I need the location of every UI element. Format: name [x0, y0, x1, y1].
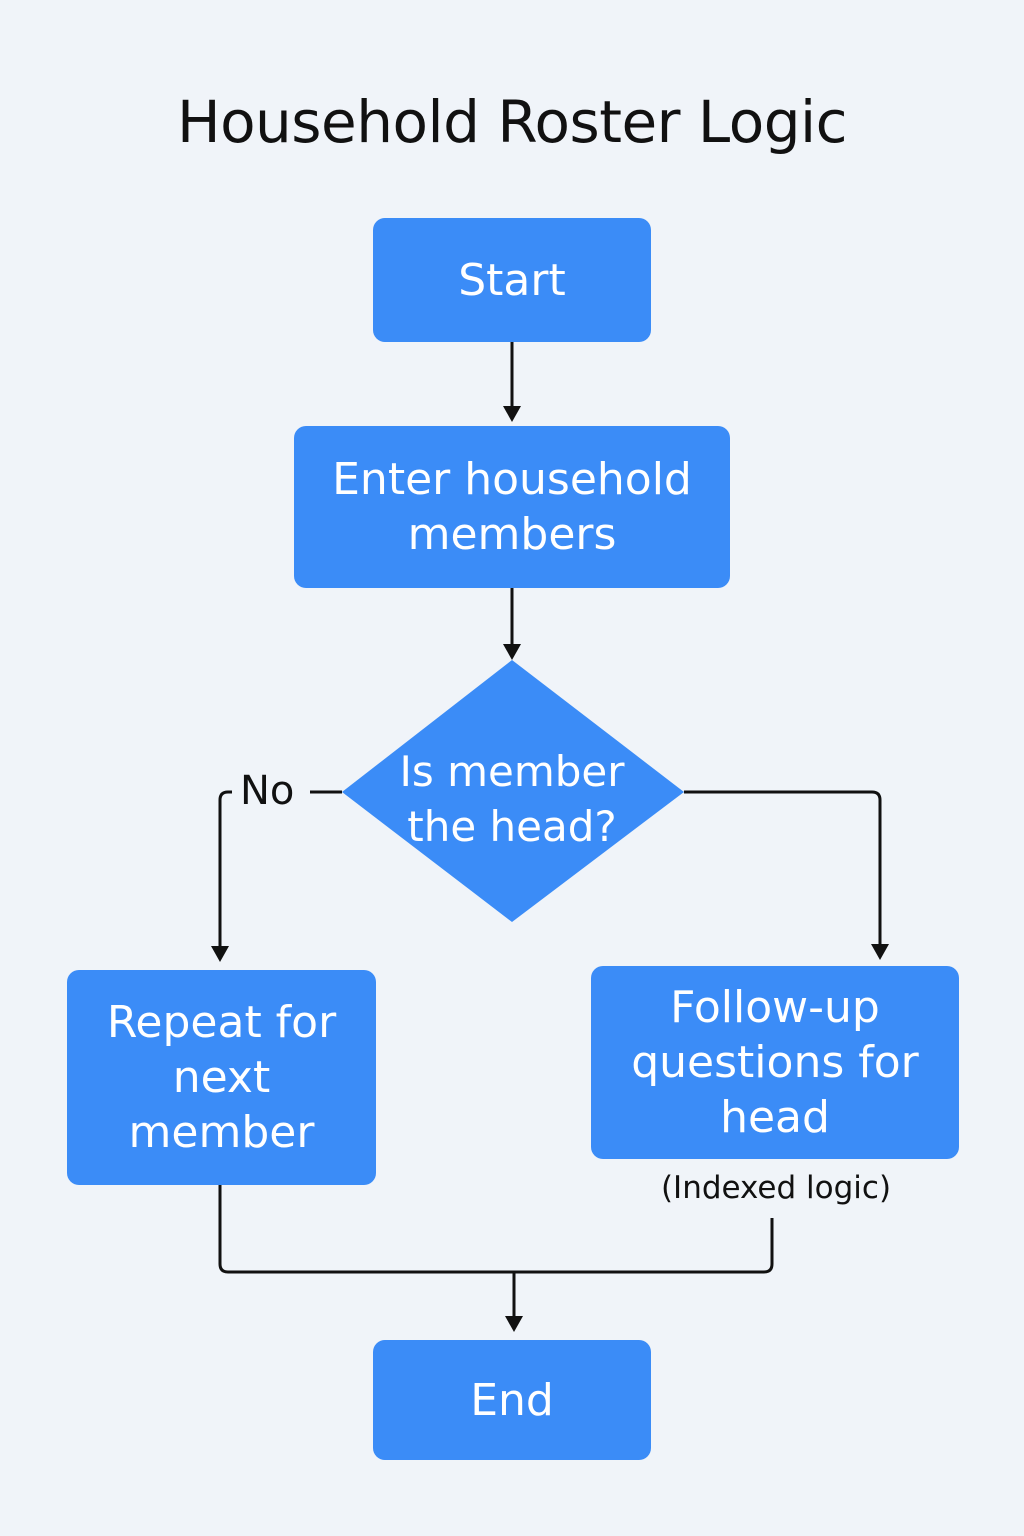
repeat-node: Repeat for next member [67, 970, 376, 1185]
decision-label: Is member the head? [399, 747, 625, 851]
edge-decision-to-followup [684, 790, 882, 946]
enter-members-node: Enter household members [294, 426, 730, 588]
diagram-title: Household Roster Logic [176, 88, 848, 156]
end-node: End [373, 1340, 651, 1460]
start-node: Start [373, 218, 651, 342]
decision-diamond [342, 660, 684, 922]
edge-repeat-to-merge [218, 1185, 774, 1274]
enter-members-label: Enter household members [332, 454, 692, 560]
edge-start-to-enter-arrow [503, 406, 521, 422]
repeat-node-label: Repeat for next member [106, 997, 337, 1158]
edge-merge-to-end-arrow [505, 1316, 523, 1332]
followup-node-label: Follow-up questions for head [631, 982, 919, 1143]
indexed-logic-annotation: (Indexed logic) [660, 1170, 892, 1206]
edge-decision-to-followup-arrow [871, 944, 889, 960]
edge-decision-to-repeat [218, 790, 342, 948]
followup-node: Follow-up questions for head [591, 966, 959, 1159]
start-node-label: Start [458, 254, 566, 306]
edge-decision-to-repeat-arrow [211, 946, 229, 962]
edge-enter-to-decision-arrow [503, 644, 521, 660]
end-node-label: End [470, 1374, 554, 1426]
edge-label-no: No [240, 768, 295, 814]
